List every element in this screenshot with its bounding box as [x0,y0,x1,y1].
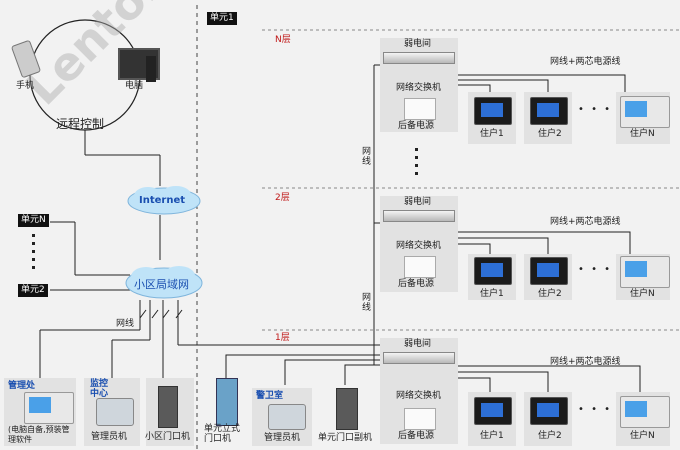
riser-wire-label-1: 网线 [362,147,372,167]
floor-n-h1-screen-icon [474,97,512,125]
floor-2-wire-power-label: 网线+两芯电源线 [550,217,621,227]
floor-n-ellipsis: • • • • • [578,104,639,115]
floor-1-h1-label: 住户1 [480,431,504,441]
floor-2-switch-label: 网络交换机 [396,241,442,251]
floor-1-h2-label: 住户2 [538,431,562,441]
admin-room-title: 管理处 [8,381,36,391]
floor-n-psu-icon [404,98,436,120]
estate-gate-label: 小区门口机 [145,432,191,442]
monitor-center-title: 监控中心 [90,379,109,399]
standing-gate-icon [216,378,238,426]
remote-control-title: 远程控制 [56,117,105,131]
floor-2-label: 2层 [275,193,290,203]
floor-n-hn-screen-icon [620,96,670,128]
floor-n-psu-label: 后备电源 [398,121,435,131]
floor-2-h2-screen-icon [530,257,568,285]
unit-ellipsis [32,234,35,274]
floor-1-room-title: 弱电间 [404,339,432,349]
floor-1-hn-screen-icon [620,396,670,428]
floor-1-switch-icon [383,352,455,364]
floor-1-switch-label: 网络交换机 [396,391,442,401]
floor-1-wire-power-label: 网线+两芯电源线 [550,357,621,367]
floor-2-switch-icon [383,210,455,222]
floor-2-room-title: 弱电间 [404,197,432,207]
admin-note: (电脑自备,预装管理软件 [8,425,70,444]
floor-n-wire-power-label: 网线+两芯电源线 [550,57,621,67]
unit-n-box: 单元N [18,214,49,227]
unit-2-box: 单元2 [18,284,48,297]
floor-2-psu-icon [404,256,436,278]
internet-cloud [127,186,201,215]
floor-n-h1-label: 住户1 [480,129,504,139]
estate-gate-icon [158,386,178,428]
monitor-center-mgr-icon [96,398,134,426]
floor-n-h2-label: 住户2 [538,129,562,139]
guard-room-title: 警卫室 [256,391,284,401]
floor-1-psu-label: 后备电源 [398,431,435,441]
floor-ellipsis [415,148,418,180]
floor-n-room-title: 弱电间 [404,39,432,49]
phone-label: 手机 [16,81,35,91]
riser-wire-label-2: 网线 [362,293,372,313]
floor-1-ellipsis: • • • • • [578,404,639,415]
sub-gate-icon [336,388,358,430]
lan-label: 小区局域网 [134,278,189,291]
pc-tower-icon [146,56,156,82]
floor-1-h1-screen-icon [474,397,512,425]
lan-cloud [125,266,203,299]
floor-2-ellipsis: • • • • • [578,264,639,275]
floor-1-h2-screen-icon [530,397,568,425]
floor-1-psu-icon [404,408,436,430]
internet-label: Internet [139,195,186,206]
lan-wire-label: 网线 [116,319,135,329]
floor-n-h2-screen-icon [530,97,568,125]
standing-gate-label: 单元立式门口机 [204,424,241,444]
admin-pc-icon [24,392,74,424]
floor-2-hn-screen-icon [620,256,670,288]
pc-label: 电脑 [125,81,144,91]
floor-1-hn-label: 住户N [630,431,655,441]
floor-n-hn-label: 住户N [630,129,655,139]
floor-2-hn-label: 住户N [630,289,655,299]
floor-n-label: N层 [275,35,291,45]
floor-2-psu-label: 后备电源 [398,279,435,289]
floor-n-switch-label: 网络交换机 [396,83,442,93]
floor-2-h1-screen-icon [474,257,512,285]
sub-gate-label: 单元门口副机 [318,433,373,443]
guard-mgr-icon [268,404,306,430]
unit-1-box: 单元1 [207,12,237,25]
floor-2-h2-label: 住户2 [538,289,562,299]
floor-1-label: 1层 [275,333,290,343]
guard-mgr-label: 管理员机 [264,433,301,443]
floor-2-h1-label: 住户1 [480,289,504,299]
floor-n-switch-icon [383,52,455,64]
monitor-center-mgr-label: 管理员机 [91,432,128,442]
